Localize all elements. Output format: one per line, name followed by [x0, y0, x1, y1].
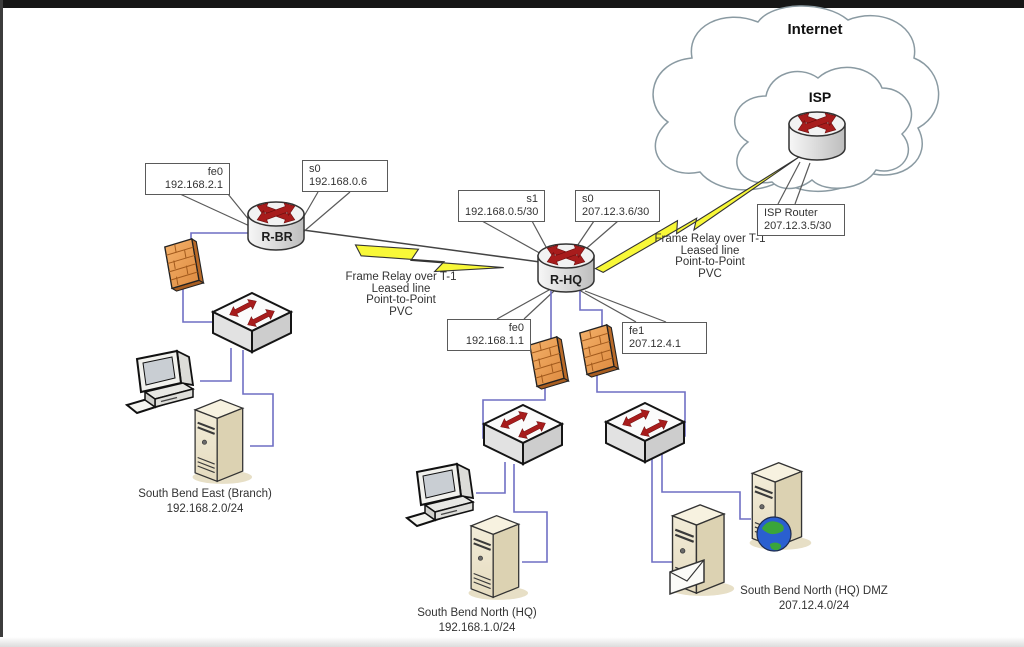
- port-name: ISP Router: [764, 207, 818, 219]
- site-name: South Bend North (HQ) DMZ: [740, 585, 888, 597]
- server-icon-hq: [467, 514, 530, 601]
- pc-icon-hq: [406, 463, 474, 527]
- port-name: s1: [526, 193, 538, 205]
- port-label-rhq-fe0: fe0 192.168.1.1: [447, 319, 531, 351]
- link-switch-server-hq: [513, 464, 548, 563]
- port-ip: 207.12.3.5/30: [764, 220, 832, 232]
- port-name: s0: [582, 193, 594, 205]
- port-label-rhq-s0: s0 207.12.3.6/30: [575, 190, 660, 222]
- port-label-isp-router: ISP Router 207.12.3.5/30: [757, 204, 845, 236]
- firewall-icon-dmz: [579, 324, 620, 378]
- site-name: South Bend North (HQ): [417, 607, 537, 619]
- port-ip: 207.12.4.1: [629, 338, 681, 350]
- frame-relay-line: Frame Relay over T-1: [345, 271, 457, 283]
- callout-rhq-fe0-a: [496, 289, 550, 320]
- isp-label: ISP: [808, 89, 832, 105]
- switch-icon-branch: [212, 292, 292, 353]
- internet-label: Internet: [787, 21, 843, 38]
- wan-line-rbr-rhq: [302, 229, 541, 263]
- link-rbr-firewall: [190, 232, 253, 245]
- port-name: fe0: [508, 322, 524, 334]
- link-switch-pc-branch: [200, 348, 232, 382]
- link-switch-web-server: [661, 452, 751, 520]
- frame-relay-line: Leased line: [680, 244, 740, 257]
- callout-isp-router-a: [777, 161, 801, 205]
- callout-isp-router-b: [794, 162, 811, 205]
- callout-rbr-s0-b: [301, 191, 351, 234]
- port-ip: 207.12.3.6/30: [582, 206, 650, 218]
- port-name: fe0: [207, 166, 223, 178]
- port-label-rbr-fe0: fe0 192.168.2.1: [145, 163, 230, 195]
- top-border-bar: [0, 0, 1024, 8]
- port-ip: 192.168.1.1: [465, 335, 524, 347]
- link-switch-pc-hq: [476, 462, 506, 494]
- rbr-router-name: R-BR: [261, 230, 293, 244]
- pc-icon-branch: [126, 350, 194, 414]
- frame-relay-line: Leased line: [371, 282, 431, 295]
- link-rhq-firewall-dmz: [579, 291, 603, 330]
- firewall-icon-hq: [529, 336, 570, 390]
- port-ip: 192.168.0.5/30: [465, 206, 539, 218]
- lightning-bolt-right: [594, 156, 801, 274]
- port-label-rhq-s1: s1 192.168.0.5/30: [458, 190, 545, 222]
- callout-rhq-fe0-b: [523, 290, 555, 320]
- firewall-icon-branch: [164, 238, 205, 292]
- port-label-rhq-fe1: fe1 207.12.4.1: [622, 322, 707, 354]
- callout-rhq-fe1-a: [578, 289, 637, 323]
- callout-rhq-fe1-b: [584, 290, 667, 323]
- port-name: s0: [309, 163, 321, 175]
- port-ip: 192.168.2.1: [164, 179, 223, 191]
- isp-router-icon: [788, 109, 846, 161]
- globe-icon: [756, 516, 792, 552]
- frame-relay-line: PVC: [389, 305, 413, 318]
- frame-relay-line: Point-to-Point: [366, 294, 436, 306]
- site-label-dmz: South Bend North (HQ) DMZ 207.12.4.0/24: [704, 584, 924, 614]
- callout-rbr-fe0-a: [179, 193, 255, 229]
- site-name: South Bend East (Branch): [138, 488, 272, 500]
- frame-relay-line: PVC: [698, 267, 722, 280]
- site-label-hq: South Bend North (HQ) 192.168.1.0/24: [377, 606, 577, 636]
- frame-relay-line: Frame Relay over T-1: [654, 233, 766, 245]
- switch-icon-dmz: [605, 402, 685, 463]
- link-switch-server-branch: [242, 350, 274, 447]
- port-ip: 192.168.0.6: [309, 176, 368, 188]
- left-border-bar: [0, 0, 3, 647]
- site-label-branch: South Bend East (Branch) 192.168.2.0/24: [105, 487, 305, 517]
- port-name: fe1: [629, 325, 645, 337]
- frame-relay-line: Point-to-Point: [675, 256, 745, 268]
- bottom-fade-bar: [0, 637, 1024, 647]
- link-switch-mail-server: [651, 452, 672, 563]
- rhq-router-name: R-HQ: [550, 273, 582, 287]
- envelope-icon: [669, 558, 705, 596]
- link-firewall-switch-branch: [182, 283, 222, 323]
- site-subnet: 192.168.2.0/24: [166, 503, 244, 515]
- switch-icon-hq: [483, 404, 563, 465]
- server-icon-branch: [191, 398, 254, 485]
- frame-relay-note-right: Frame Relay over T-1 Leased line Point-t…: [630, 233, 790, 280]
- lightning-bolt-left: [354, 244, 504, 273]
- callout-rhq-s1-a: [481, 220, 546, 257]
- site-subnet: 192.168.1.0/24: [438, 622, 516, 634]
- site-subnet: 207.12.4.0/24: [778, 600, 850, 612]
- port-label-rbr-s0: s0 192.168.0.6: [302, 160, 388, 192]
- frame-relay-note-left: Frame Relay over T-1 Leased line Point-t…: [321, 271, 481, 318]
